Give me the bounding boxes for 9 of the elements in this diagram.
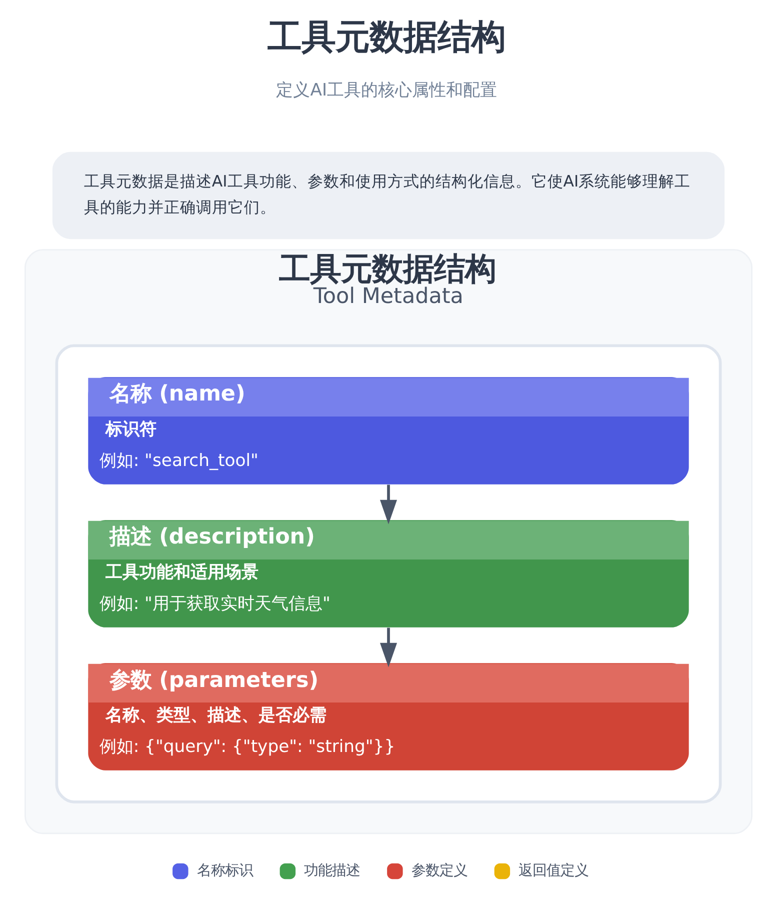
- legend-label: 参数定义: [411, 862, 468, 878]
- arrow: [380, 484, 398, 524]
- arrow: [380, 627, 398, 667]
- label: 定义AI工具的核心属性和配置: [276, 80, 498, 100]
- legend-label: 返回值定义: [518, 862, 589, 878]
- legend-label: 功能描述: [304, 862, 360, 878]
- diagram-title: 工具元数据结构: [268, 16, 506, 57]
- legend-label: 名称标识: [196, 862, 253, 878]
- cluster: [55, 344, 722, 803]
